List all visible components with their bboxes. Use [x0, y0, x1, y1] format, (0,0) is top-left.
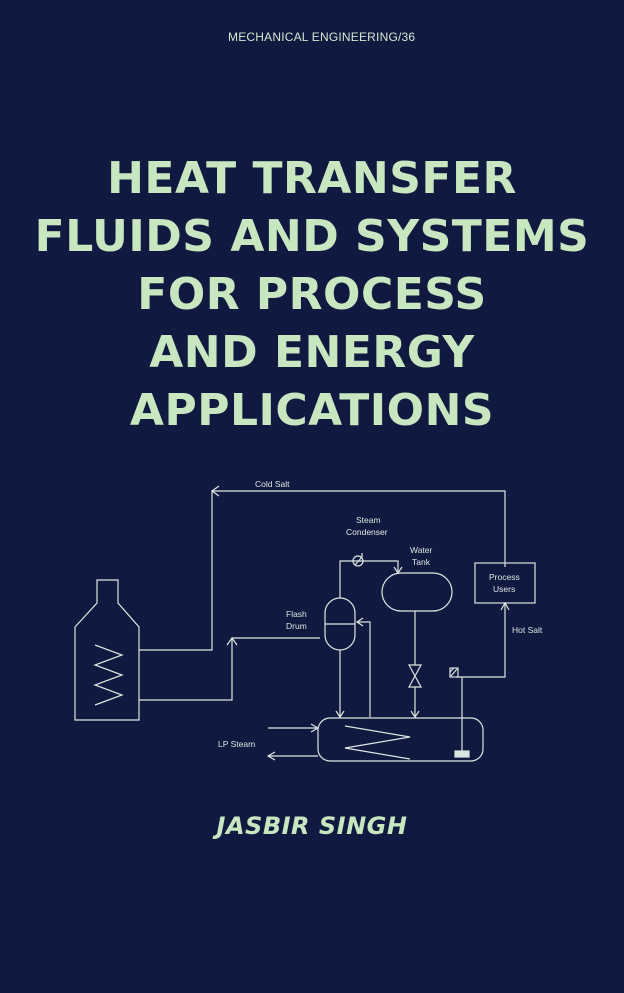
water-tank: [381, 572, 453, 612]
lp-steam-in-arrow: [310, 723, 320, 733]
tank-label: Tank: [412, 557, 431, 567]
title-line: APPLICATIONS: [129, 385, 495, 436]
boiler-vessel: [317, 717, 484, 762]
drum-label: Drum: [286, 621, 307, 631]
salt-boiler-drain: [454, 750, 470, 758]
heater-coil: [93, 644, 124, 706]
users-label: Users: [493, 584, 515, 594]
process-users-box: [474, 562, 536, 604]
water-label: Water: [410, 545, 433, 555]
drum-to-boiler-arrow: [335, 710, 345, 719]
title-line: HEAT TRANSFER: [107, 153, 517, 204]
boiler-to-drum-line: [357, 621, 371, 717]
check-valve: [407, 664, 423, 688]
diagram-svg: Cold Salt Steam Condenser Water Tank Pro…: [74, 479, 543, 762]
book-title: HEAT TRANSFER FLUIDS AND SYSTEMS FOR PRO…: [0, 150, 624, 440]
series-label: MECHANICAL ENGINEERING/36: [228, 30, 416, 44]
lp-steam-out-arrow: [266, 751, 276, 761]
cold-salt-arrow: [210, 485, 220, 497]
cold-salt-line: [139, 490, 506, 651]
hot-salt-label: Hot Salt: [512, 625, 543, 635]
condenser-valve: [352, 555, 364, 567]
hot-salt-arrow: [500, 601, 510, 611]
boiler-coil: [344, 725, 411, 760]
title-line: AND ENERGY: [149, 327, 475, 378]
steam-line: [339, 560, 399, 598]
heater-shape: [74, 579, 140, 721]
lp-steam-label: LP Steam: [218, 739, 255, 749]
title-line: FOR PROCESS: [137, 269, 487, 320]
steam-label: Steam: [356, 515, 381, 525]
heater-to-drum-line: [139, 637, 320, 701]
hot-salt-sensor-hatch: [449, 667, 458, 677]
cold-salt-label: Cold Salt: [255, 479, 290, 489]
hot-salt-line: [456, 603, 506, 678]
tank-to-boiler-arrow: [410, 710, 420, 719]
heater-to-drum-arrow: [226, 636, 238, 646]
condenser-label: Condenser: [346, 527, 388, 537]
process-flow-diagram: Cold Salt Steam Condenser Water Tank Pro…: [0, 465, 624, 765]
boiler-to-drum-arrow: [355, 617, 364, 627]
author-name: JASBIR SINGH: [216, 812, 408, 840]
flash-label: Flash: [286, 609, 307, 619]
condenser-valve-stem: [354, 553, 363, 566]
process-label: Process: [489, 572, 520, 582]
title-line: FLUIDS AND SYSTEMS: [34, 211, 590, 262]
